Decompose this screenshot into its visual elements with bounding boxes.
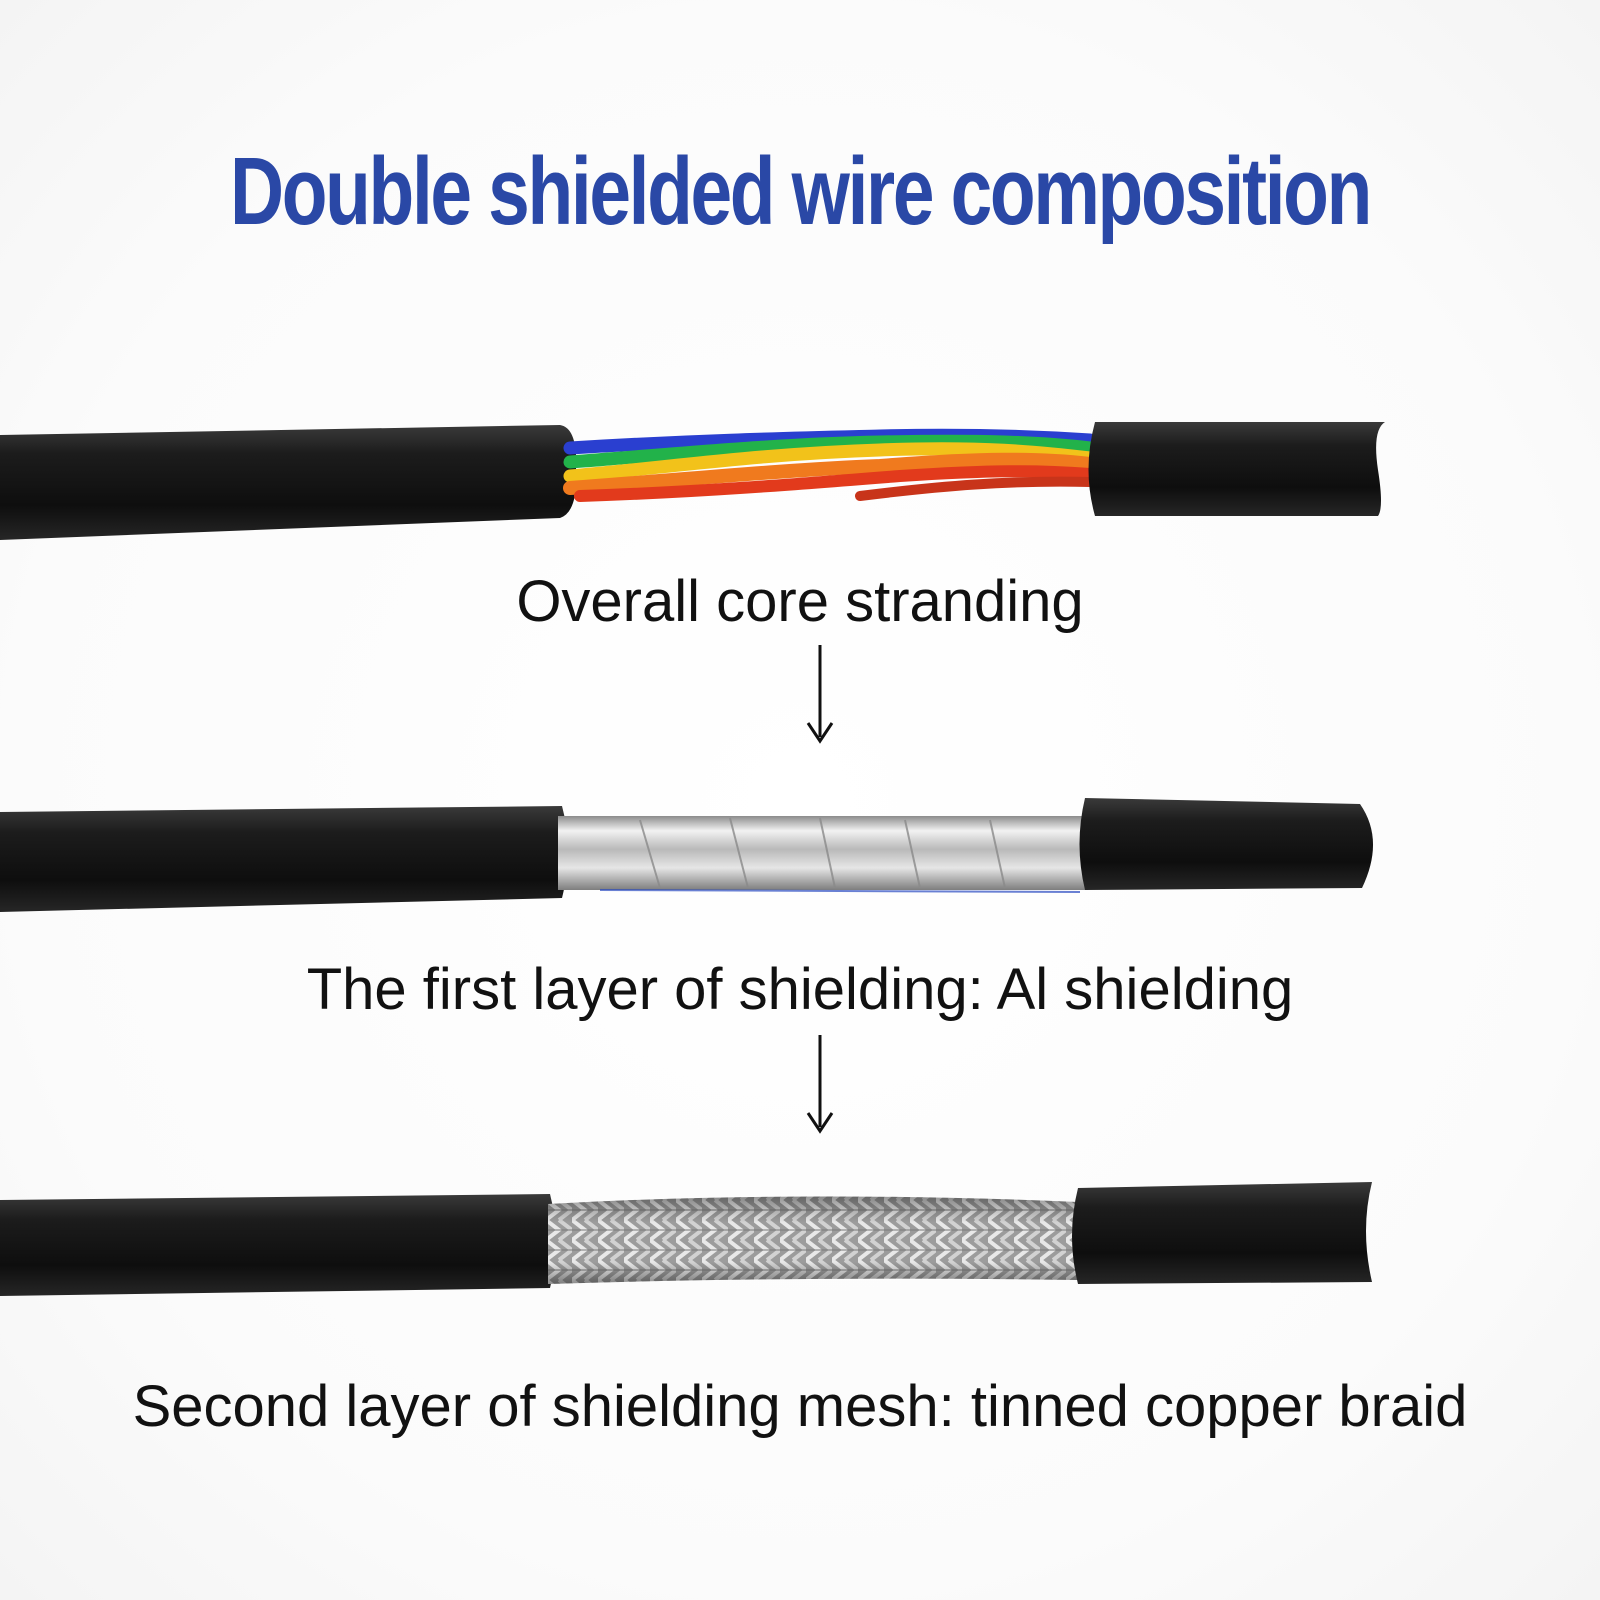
colored-core-wires bbox=[563, 428, 1097, 502]
cable-stage-core-stranding bbox=[0, 400, 1600, 560]
left-jacket-segment bbox=[0, 425, 577, 540]
right-jacket-segment bbox=[1079, 798, 1374, 890]
stage-label-core-stranding: Overall core stranding bbox=[516, 569, 1084, 634]
stranded-core-cable-illustration bbox=[0, 422, 1385, 540]
stage-label-copper-braid: Second layer of shielding mesh: tinned c… bbox=[132, 1374, 1468, 1439]
stage-label-al-shielding: The first layer of shielding: Al shieldi… bbox=[306, 957, 1294, 1022]
down-arrow-icon bbox=[806, 645, 834, 744]
aluminum-foil-layer bbox=[558, 816, 1088, 890]
right-jacket-segment bbox=[1088, 422, 1385, 516]
down-arrow-icon bbox=[806, 1035, 834, 1134]
left-jacket-segment bbox=[0, 806, 568, 912]
left-jacket-segment bbox=[0, 1194, 556, 1296]
cable-stage-al-shielding bbox=[0, 790, 1600, 940]
tinned-copper-braid-cable-illustration bbox=[0, 1182, 1372, 1296]
right-jacket-segment bbox=[1072, 1182, 1372, 1284]
aluminum-foil-cable-illustration bbox=[0, 798, 1374, 912]
page-title: Double shielded wire composition bbox=[230, 138, 1372, 245]
cable-stage-copper-braid bbox=[0, 1180, 1600, 1330]
